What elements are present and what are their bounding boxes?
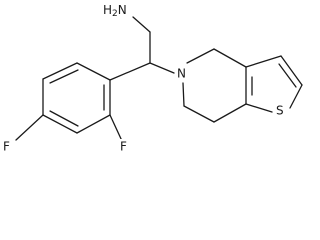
thiophene-ring <box>245 55 303 113</box>
difluorophenyl-ring <box>15 62 123 142</box>
fluorine-para-label: F <box>3 140 10 154</box>
bond-layer <box>15 16 303 142</box>
ring-nitrogen-atom: N <box>175 66 189 82</box>
molecule-structure: H2N N S F F <box>1 3 303 154</box>
ring-nitrogen-label: N <box>177 67 186 81</box>
sulfur-atom: S <box>273 103 288 119</box>
bond-ch-nitrogen <box>149 62 175 74</box>
fluorine-para-atom: F <box>1 139 13 154</box>
bond-ch-phenyl <box>109 62 151 81</box>
fluorine-ortho-label: F <box>120 140 127 154</box>
amine-label: H2N <box>103 3 127 19</box>
bond-ortho-fluorine <box>109 114 123 142</box>
amine-group: H2N <box>103 3 127 19</box>
sulfur-label: S <box>276 104 284 118</box>
fluorine-ortho-atom: F <box>118 139 130 154</box>
bond-amine-ch2 <box>132 16 151 33</box>
piperidine-ring <box>182 48 247 123</box>
bond-para-fluorine <box>15 114 44 141</box>
